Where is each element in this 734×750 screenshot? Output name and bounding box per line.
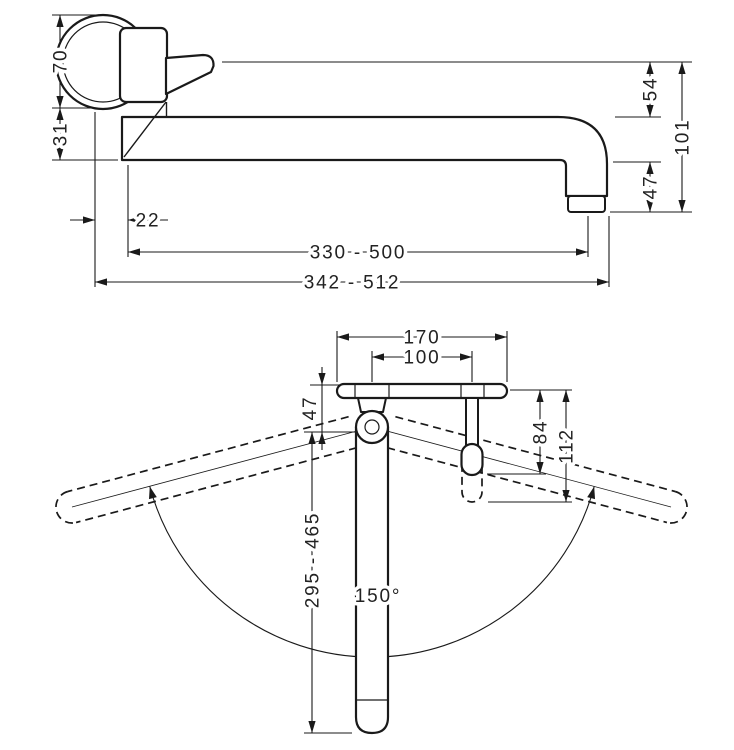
handle-stem: [465, 397, 479, 449]
aerator: [567, 195, 606, 213]
arc-arrow: [587, 486, 595, 500]
dim-label-150deg: 150°: [355, 586, 402, 607]
dim-label-70: 70: [51, 49, 72, 74]
dim-label-101: 101: [673, 118, 694, 155]
faucet-body: [118, 26, 169, 104]
dim-label-295-465: 295 - 465: [303, 512, 324, 609]
side-view: 70 31 22 54 47 101 330 - 500 342 - 512: [47, 13, 697, 297]
top-view-labels: 170 100 47 295 - 465 84 112 150°: [297, 324, 582, 612]
dim-label-330-500: 330 - 500: [310, 243, 407, 264]
dim-54: [222, 61, 692, 118]
dim-label-170: 170: [403, 328, 440, 349]
faucet-plan-outline: [335, 382, 509, 735]
swivel-range: [55, 415, 688, 524]
spout-outline: [120, 115, 609, 198]
dim-84: [487, 389, 572, 475]
swivel-joint: [354, 409, 390, 445]
dim-100: [371, 351, 473, 382]
arc-arrow: [149, 486, 157, 500]
spout-pipe: [354, 425, 390, 735]
dim-295-465: [304, 432, 352, 734]
handle-tip: [460, 442, 484, 477]
dim-330-500: [128, 216, 589, 257]
swivel-joint-inner: [364, 419, 380, 435]
dim-label-54: 54: [641, 77, 662, 102]
spout-cone-edge: [123, 101, 167, 158]
side-view-dimensions: [52, 14, 692, 287]
dim-label-342-512: 342 - 512: [304, 273, 401, 294]
center-line-right: [371, 426, 672, 508]
side-view-labels: 70 31 22 54 47 101 330 - 500 342 - 512: [47, 45, 697, 297]
dim-22: [70, 112, 168, 287]
spout-rotated-right: [386, 415, 688, 524]
dim-label-31: 31: [51, 122, 72, 147]
wall-plate: [335, 382, 509, 400]
dim-31: [52, 108, 118, 161]
dim-label-100: 100: [403, 348, 440, 369]
pivot-neck: [357, 397, 387, 413]
center-line-left: [71, 426, 373, 508]
handle-lever: [164, 53, 215, 96]
spout-rotated-left: [55, 415, 358, 524]
dim-112: [488, 390, 572, 503]
dim-label-22: 22: [136, 211, 161, 232]
dim-label-47-plan: 47: [300, 396, 321, 421]
top-view: 170 100 47 295 - 465 84 112 150°: [55, 324, 688, 735]
dim-label-84: 84: [531, 420, 552, 445]
dim-label-112: 112: [557, 428, 578, 464]
dim-47-side: [610, 161, 692, 213]
dim-170: [336, 331, 508, 382]
dim-label-47-side: 47: [641, 175, 662, 200]
faucet-side-outline: [54, 13, 609, 213]
dim-342-512: [95, 216, 610, 287]
